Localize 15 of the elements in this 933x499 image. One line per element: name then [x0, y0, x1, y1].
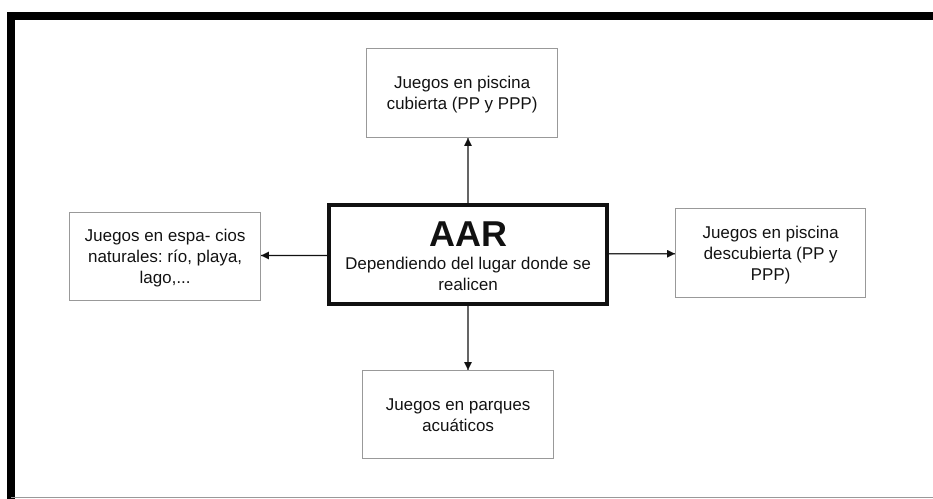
node-label: Juegos en espa- cios naturales: río, playa, lago,...	[84, 225, 246, 288]
process-box	[675, 208, 866, 298]
node-label: Dependiendo del lugar donde se realicen	[344, 252, 592, 294]
process-box	[362, 370, 554, 459]
arrow	[261, 252, 327, 260]
process-box	[366, 48, 558, 138]
arrow	[464, 306, 472, 370]
arrow	[464, 138, 472, 203]
node-label: Juegos en parques acuáticos	[384, 394, 532, 436]
main-box	[327, 203, 609, 306]
heading: AAR	[429, 214, 507, 252]
node-label: Juegos en piscina cubierta (PP y PPP)	[386, 72, 538, 114]
arrow	[609, 250, 675, 258]
node-label: Juegos en piscina descubierta (PP y PPP)	[701, 222, 840, 284]
process-box	[69, 212, 261, 301]
